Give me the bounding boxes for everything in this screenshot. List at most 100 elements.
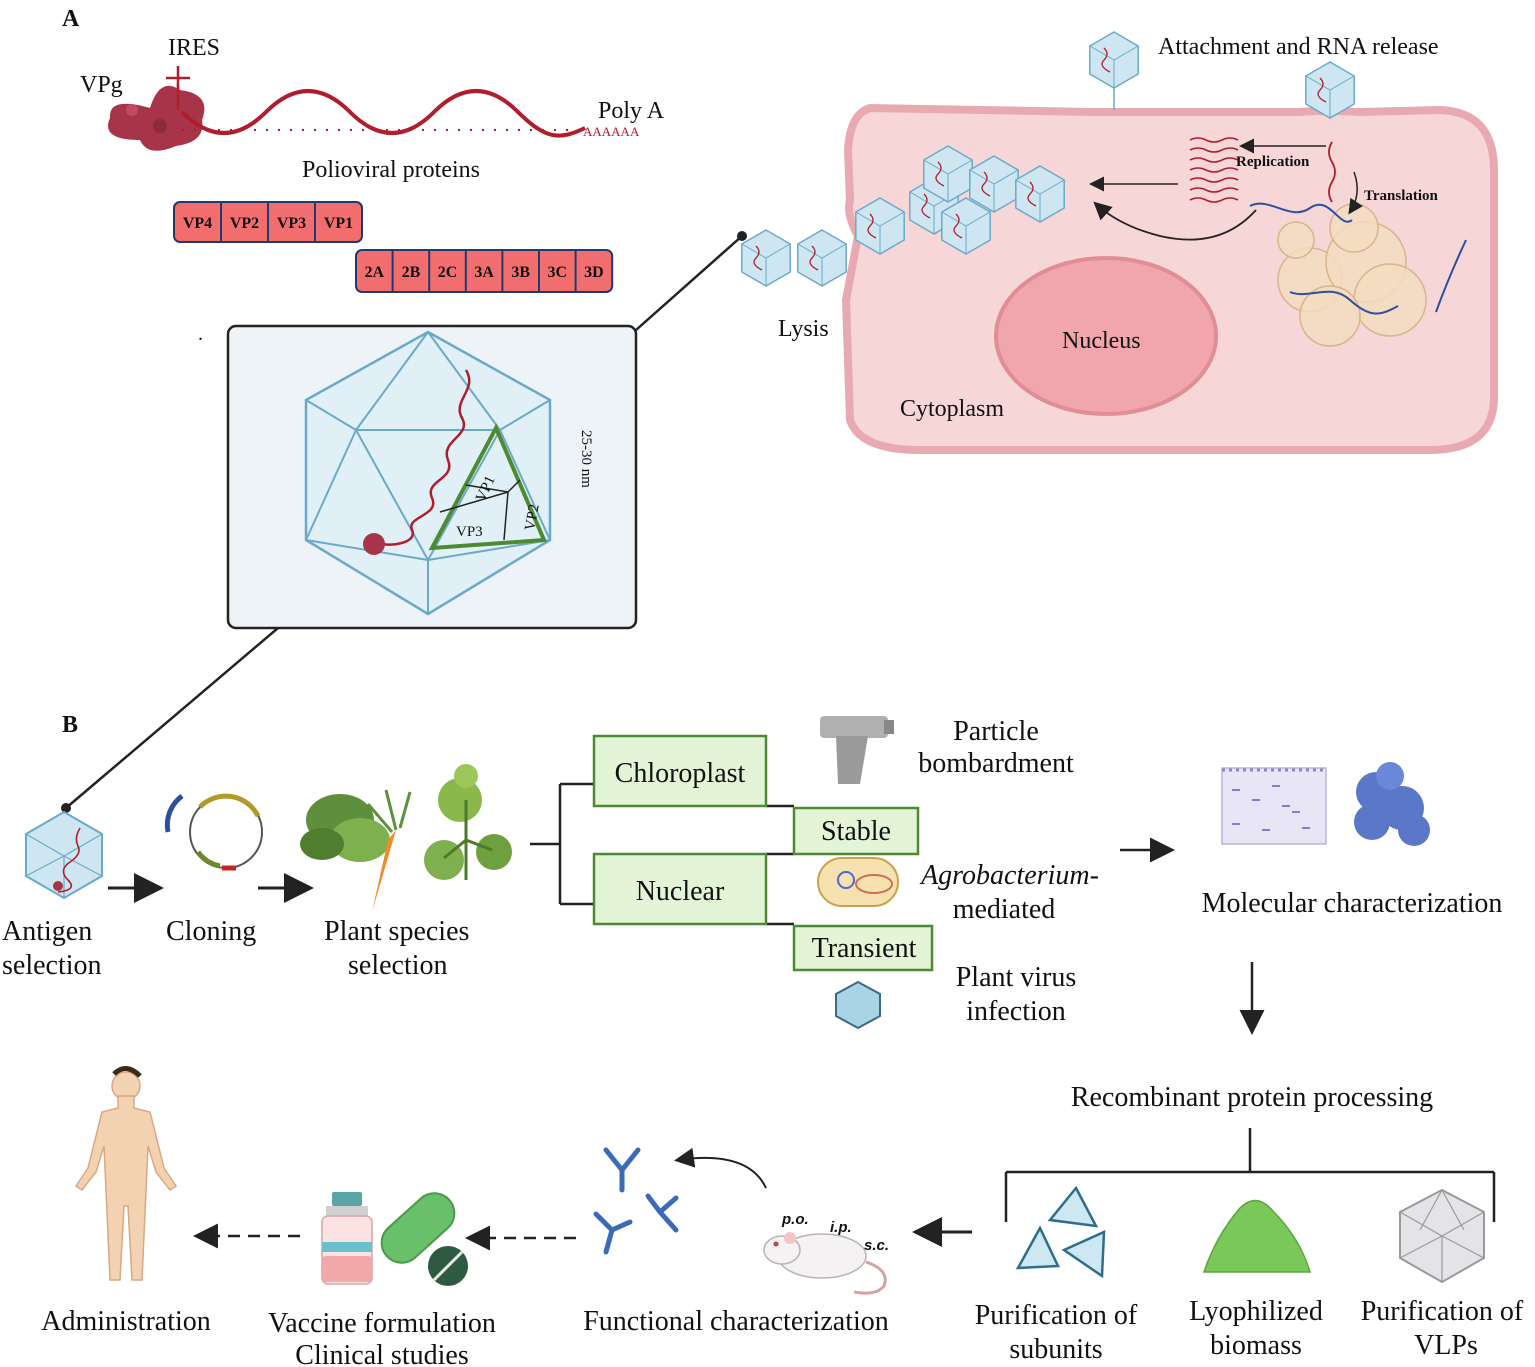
agro-label-1: Agrobacterium- — [919, 860, 1099, 891]
protein-label-3a: 3A — [474, 264, 494, 281]
poliovirus-genome — [108, 66, 586, 151]
pill-icon — [380, 1192, 468, 1286]
rna-strand — [180, 89, 586, 138]
protein-label-2c: 2C — [438, 264, 458, 281]
virion-icons — [741, 31, 1355, 287]
vlp-label-1: Purification of — [1361, 1296, 1524, 1327]
proteins-title: Polioviral proteins — [302, 157, 480, 183]
plant-virus-icon — [835, 980, 881, 1030]
lyo-label-2: biomass — [1210, 1330, 1302, 1361]
protein-label-2a: 2A — [365, 264, 385, 281]
vpg-protein-icon — [108, 85, 205, 151]
expression-tree — [766, 804, 794, 926]
replication-rna-icon — [1189, 137, 1239, 203]
vlp-label-2: VLPs — [1414, 1330, 1478, 1361]
cytoplasm-label: Cytoplasm — [900, 396, 1004, 422]
capsid-vpg-icon — [363, 533, 385, 555]
ribosome-cluster-icon — [1277, 203, 1427, 347]
protein-structure-icon — [1354, 762, 1430, 846]
lyo-label-1: Lyophilized — [1189, 1296, 1323, 1327]
polya-sequence: AAAAAA — [583, 124, 640, 139]
plant-label-1: Plant species — [324, 916, 469, 947]
vaccine-label-1: Vaccine formulation — [268, 1308, 496, 1339]
vp2-label: VP2 — [522, 503, 542, 532]
mrna-strand — [1289, 290, 1399, 315]
virion-icon — [923, 145, 973, 203]
virion-icon — [1015, 165, 1065, 223]
vpg-detail — [126, 104, 138, 116]
virion-icon — [1089, 31, 1139, 89]
protomer-triangle — [428, 423, 547, 551]
mrna-strand — [1435, 239, 1467, 313]
route-po-label: p.o. — [781, 1211, 809, 1228]
virion-icon — [797, 229, 847, 287]
protein-label-3d: 3D — [584, 264, 604, 281]
route-sc-label: s.c. — [864, 1237, 889, 1254]
capsid-rna-icon — [383, 369, 471, 546]
recombinant-label: Recombinant protein processing — [1071, 1082, 1433, 1113]
agro-label-2: mediated — [953, 894, 1056, 925]
translation-label: Translation — [1364, 188, 1439, 204]
virion-icon — [969, 155, 1019, 213]
vaccine-label-2: Clinical studies — [295, 1340, 468, 1367]
antigen-label-2: selection — [2, 950, 102, 981]
biomass-icon — [1202, 1199, 1312, 1273]
nucleus-label: Nucleus — [1062, 328, 1141, 354]
transient-box — [792, 924, 934, 972]
arrow-to-antibodies — [674, 1147, 767, 1189]
vlp-icon — [1399, 1188, 1485, 1284]
connector-dot — [737, 231, 747, 241]
vp3-label: VP3 — [456, 524, 483, 540]
antigen-virion-icon — [25, 810, 103, 900]
subunits-label-1: Purification of — [975, 1300, 1138, 1331]
plant-species-icon — [300, 764, 512, 912]
antibody-icons — [593, 1147, 679, 1255]
capsid-size-label: 25-30 nm — [578, 430, 594, 488]
agrobacterium-icon — [817, 857, 899, 907]
nucleus — [994, 256, 1218, 416]
protein-label-vp3: VP3 — [277, 215, 306, 232]
gel-icon — [1221, 767, 1327, 845]
connector-dot — [61, 803, 71, 813]
molecular-label: Molecular characterization — [1202, 888, 1503, 919]
vpg-label: VPg — [80, 72, 123, 98]
virion-icon — [741, 229, 791, 287]
gene-gun-icon — [820, 716, 894, 784]
virion-icon — [855, 197, 905, 255]
mouse-icon — [763, 1232, 887, 1295]
functional-label: Functional characterization — [583, 1306, 889, 1337]
virion-icon — [1305, 61, 1355, 119]
particle-label-1: Particle — [953, 716, 1039, 747]
panel-a-letter: A — [62, 6, 80, 32]
cloning-label: Cloning — [166, 916, 256, 947]
virion-icon — [941, 197, 991, 255]
transient-label: Transient — [812, 933, 917, 964]
capsid-inner-face — [354, 429, 502, 563]
lysis-label: Lysis — [778, 316, 829, 342]
chloroplast-box — [592, 734, 768, 808]
attachment-label: Attachment and RNA release — [1158, 34, 1439, 60]
nuclear-label: Nuclear — [636, 876, 725, 907]
capsid-icosahedron — [304, 330, 552, 616]
virus-label-1: Plant virus — [956, 962, 1077, 993]
human-figure-icon — [74, 1071, 178, 1281]
protein-label-vp4: VP4 — [183, 215, 212, 232]
subunits-label-2: subunits — [1009, 1334, 1102, 1365]
administration-label: Administration — [41, 1306, 211, 1337]
connector-inset-to-antigen — [65, 627, 279, 809]
replication-label: Replication — [1236, 154, 1310, 170]
protein-to-assembly-arrow — [1093, 201, 1257, 241]
protein-row-frame — [355, 249, 614, 293]
route-ip-label: i.p. — [830, 1219, 852, 1236]
stray-dot: . — [198, 323, 203, 345]
protein-label-vp2: VP2 — [230, 215, 259, 232]
ires-label: IRES — [168, 35, 220, 61]
plant-label-2: selection — [348, 950, 448, 981]
polya-label: Poly A — [598, 98, 665, 124]
stable-label: Stable — [821, 816, 891, 847]
processing-tree — [1004, 1128, 1496, 1222]
plasmid-icon — [164, 793, 263, 871]
protein-label-3c: 3C — [548, 264, 568, 281]
